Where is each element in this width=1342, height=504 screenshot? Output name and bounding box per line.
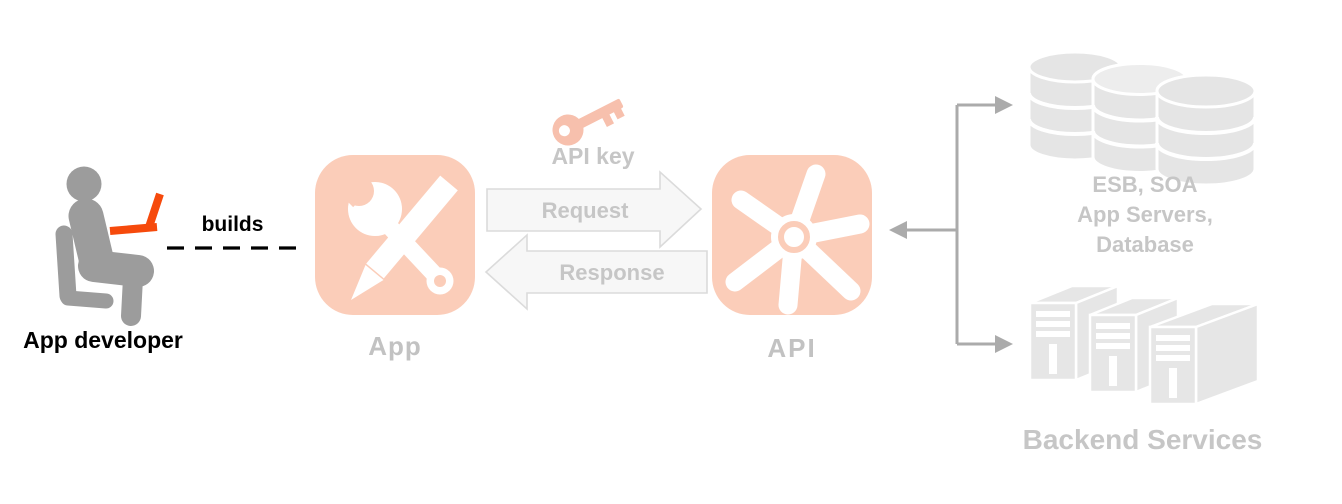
- api-label: API: [767, 333, 817, 363]
- gear-spoke-tile-icon: [712, 155, 872, 315]
- server-towers-icon: [1028, 284, 1260, 406]
- key-icon: [552, 98, 625, 146]
- request-arrow: [486, 170, 703, 249]
- backend-services-label: Backend Services: [1022, 424, 1263, 455]
- esb-label-line-1: ESB, SOA: [1092, 172, 1198, 197]
- arrowhead-to-servers: [995, 335, 1013, 353]
- backend-connectors: [903, 103, 996, 346]
- response-label: Response: [559, 260, 665, 285]
- esb-label-line-3: Database: [1096, 232, 1194, 257]
- builds-label: builds: [201, 213, 264, 236]
- database-stack-icon: [1027, 50, 1257, 187]
- arrowhead-to-database: [995, 96, 1013, 114]
- arrowhead-to-api: [889, 221, 907, 239]
- esb-soa-label: ESB, SOA App Servers, Database: [1040, 170, 1250, 260]
- esb-label-line-2: App Servers,: [1077, 202, 1213, 227]
- request-label: Request: [541, 198, 629, 223]
- response-arrow: [484, 233, 708, 311]
- person-with-laptop-icon: [55, 166, 164, 326]
- laptop-icon: [109, 192, 164, 235]
- developer-label: App developer: [23, 327, 183, 353]
- api-key-label: API key: [551, 143, 635, 169]
- app-label: App: [368, 331, 422, 361]
- wrench-and-pencil-tile-icon: [315, 155, 475, 315]
